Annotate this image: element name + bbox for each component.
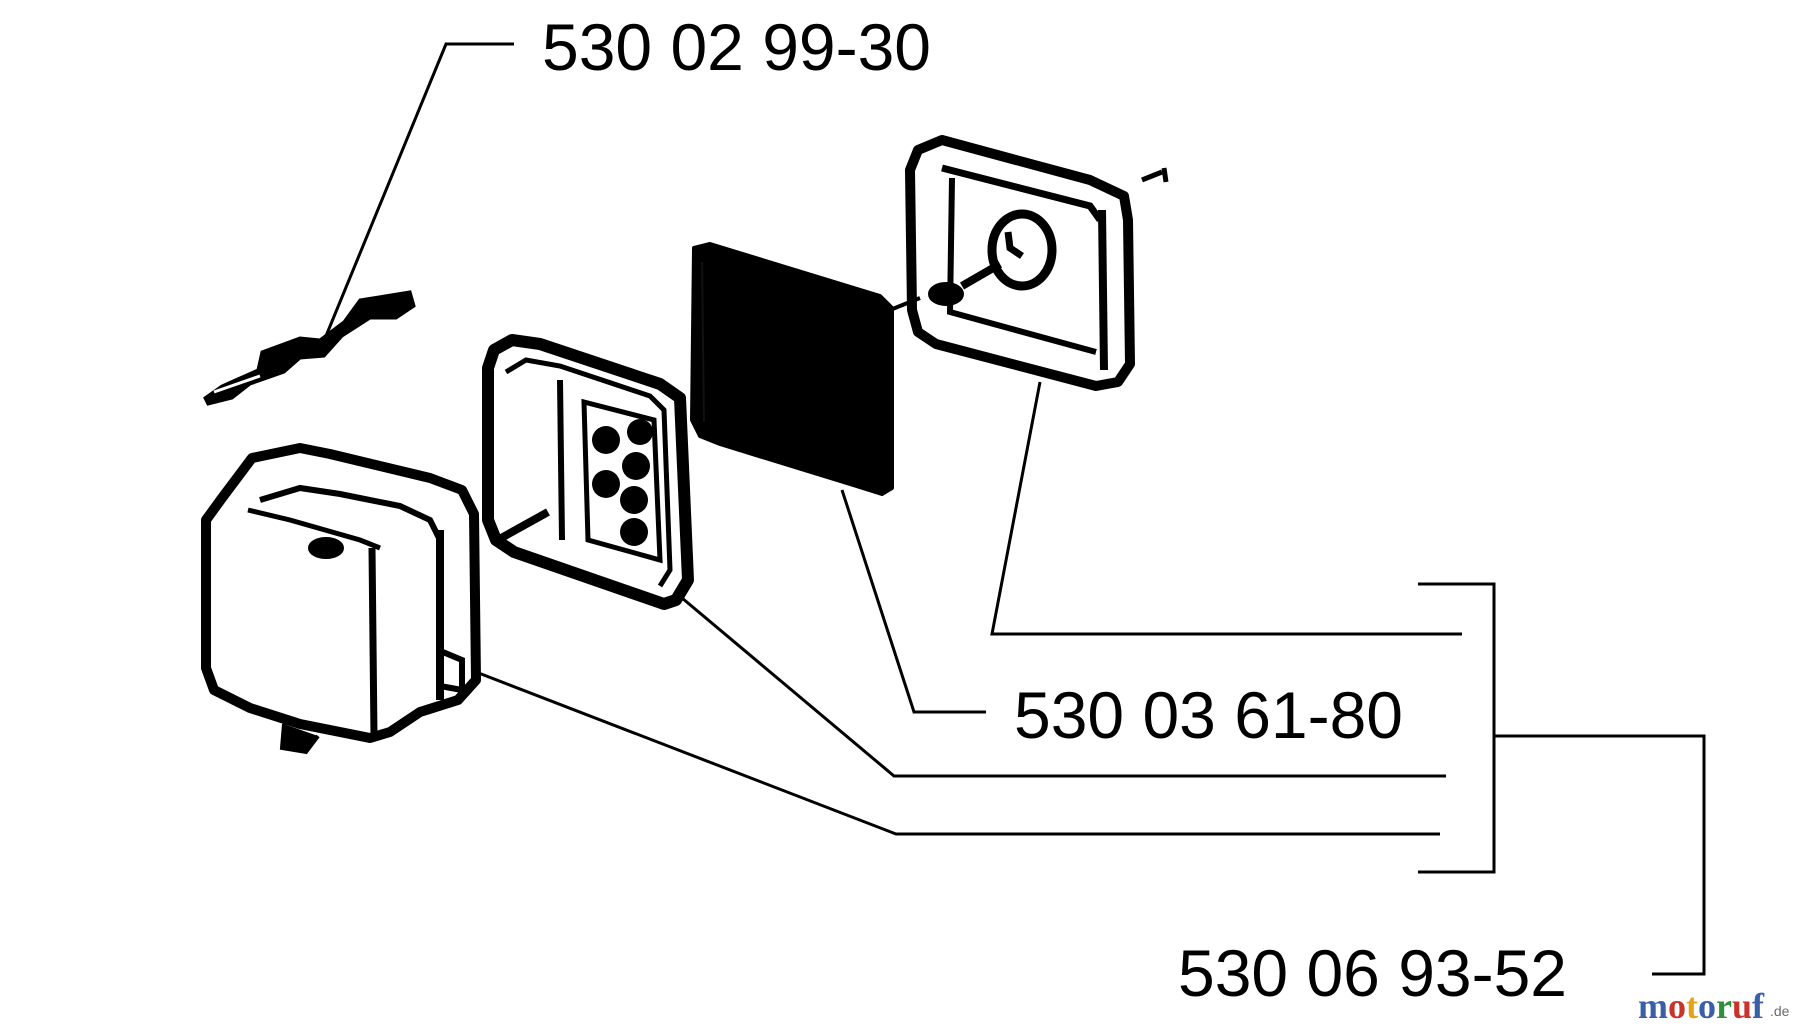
- svg-text:motoruf: motoruf: [1638, 986, 1765, 1026]
- back-plate-part: [889, 135, 1169, 391]
- clip-part: [203, 290, 416, 406]
- leader-lines: [324, 42, 1706, 976]
- part-number-air-filter-assembly: 530 06 93-52: [1178, 936, 1567, 1010]
- part-number-clip: 530 02 99-30: [542, 10, 931, 84]
- watermark-letter: t: [1686, 986, 1698, 1026]
- watermark-letter: o: [1668, 986, 1686, 1026]
- part-number-filter-element: 530 03 61-80: [1014, 678, 1403, 752]
- filter-holder-part: [482, 334, 694, 610]
- watermark-tld: .de: [1770, 1003, 1790, 1019]
- filter-element-part: [690, 242, 894, 496]
- watermark-letter: m: [1638, 986, 1668, 1026]
- filter-cover-part: [201, 443, 481, 755]
- watermark-letter: u: [1732, 986, 1752, 1026]
- watermark-letter: o: [1698, 986, 1716, 1026]
- watermark-letter: r: [1716, 986, 1732, 1026]
- motoruf-watermark-logo: motoruf .de: [1638, 986, 1790, 1026]
- watermark-letter: f: [1752, 986, 1765, 1026]
